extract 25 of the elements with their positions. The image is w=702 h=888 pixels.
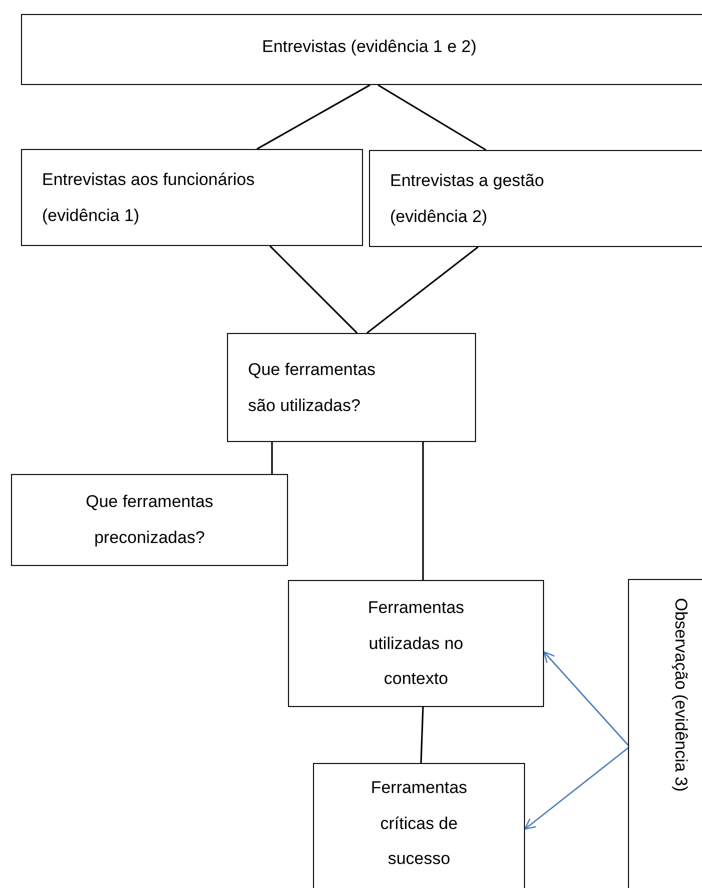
process-box xyxy=(369,150,702,247)
box-label: Entrevistas aos funcionários (evidência 1) xyxy=(42,168,256,226)
box-label: Ferramentas críticas de sucesso xyxy=(370,777,468,870)
box-label: Entrevistas (evidência 1 e 2) xyxy=(262,36,476,58)
connector-line xyxy=(256,84,370,150)
box-label: Entrevistas a gestão (evidência 2) xyxy=(390,170,546,228)
box-label: Que ferramentas são utilizadas? xyxy=(248,358,377,416)
connector-line xyxy=(366,246,478,334)
box-label: Ferramentas utilizadas no contexto xyxy=(366,596,466,690)
process-box xyxy=(288,580,544,707)
connector-line xyxy=(271,442,273,474)
box-label: Observação (evidência 3) xyxy=(670,598,692,792)
arrow xyxy=(524,747,628,830)
box-label: Que ferramentas preconizadas? xyxy=(84,491,214,549)
process-box xyxy=(313,763,525,888)
process-box xyxy=(21,14,702,85)
arrow xyxy=(543,651,629,746)
connector-line xyxy=(269,245,358,334)
process-box xyxy=(21,149,363,246)
connector-line xyxy=(420,706,424,764)
connector-line xyxy=(378,84,486,151)
connector-line xyxy=(422,442,424,580)
process-box xyxy=(11,474,288,566)
process-box xyxy=(227,333,476,442)
vertical-box xyxy=(628,579,702,888)
